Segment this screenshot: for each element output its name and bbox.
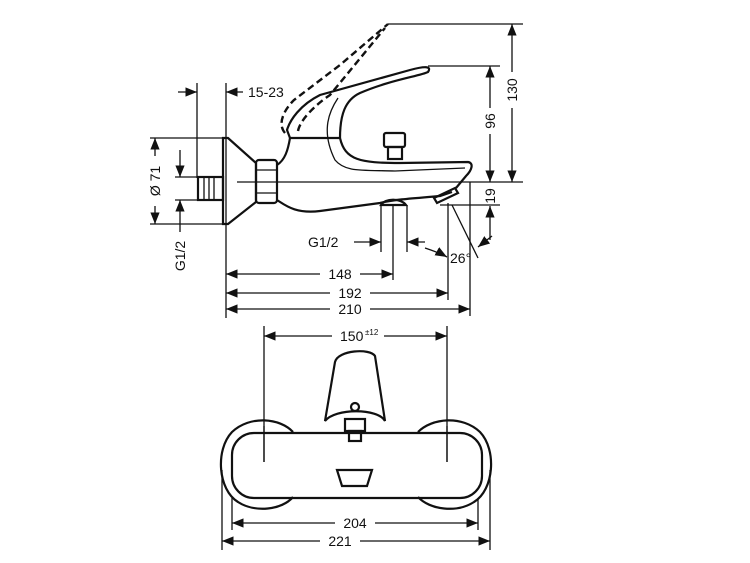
angle-label: 26° [450,250,471,266]
escutcheon [221,136,258,226]
lever-handle [285,66,431,139]
dim-148-label: 148 [328,266,352,282]
dim-130-label: 130 [504,78,520,102]
lever-front [323,350,387,422]
bath-outlet [379,198,409,207]
angle-arrow [424,247,448,258]
dim-19-label: 19 [482,188,498,204]
dim-204-label: 204 [343,515,367,531]
lever-open-position [280,23,389,134]
faucet-body [276,136,473,213]
spout-outlet-front [335,468,374,488]
diverter-knob [382,131,407,161]
dim-210-label: 210 [338,301,362,317]
inlet-thread-label: G1/2 [172,241,188,272]
spout-aerator [432,186,460,205]
dim-192-label: 192 [338,285,362,301]
lever-inner-contour [326,97,466,172]
dim-96-label: 96 [482,113,498,129]
right-wall-cap [417,419,493,510]
front-view: 150 ±12 204 221 [219,326,493,550]
left-wall-cap [219,419,294,510]
dim-150-tolerance: ±12 [365,328,379,337]
mixer-body [230,431,484,500]
outlet-thread-label: G1/2 [308,234,339,250]
dim-15-23-label: 15-23 [248,84,284,100]
diverter-knob-front [343,417,367,433]
side-view: 130 96 19 26° 15-23 Ø 71 G1/2 G1/2 [147,23,523,318]
angle-arrow [477,235,493,248]
diverter-knob-top [349,401,361,413]
dim-221-label: 221 [328,533,352,549]
nut [254,158,279,205]
inlet-thread-pipe [196,175,225,202]
dim-diameter-label: Ø 71 [147,166,163,197]
diverter-stem [347,429,363,443]
dim-150-label: 150 [340,328,364,344]
angle-line [451,204,479,259]
